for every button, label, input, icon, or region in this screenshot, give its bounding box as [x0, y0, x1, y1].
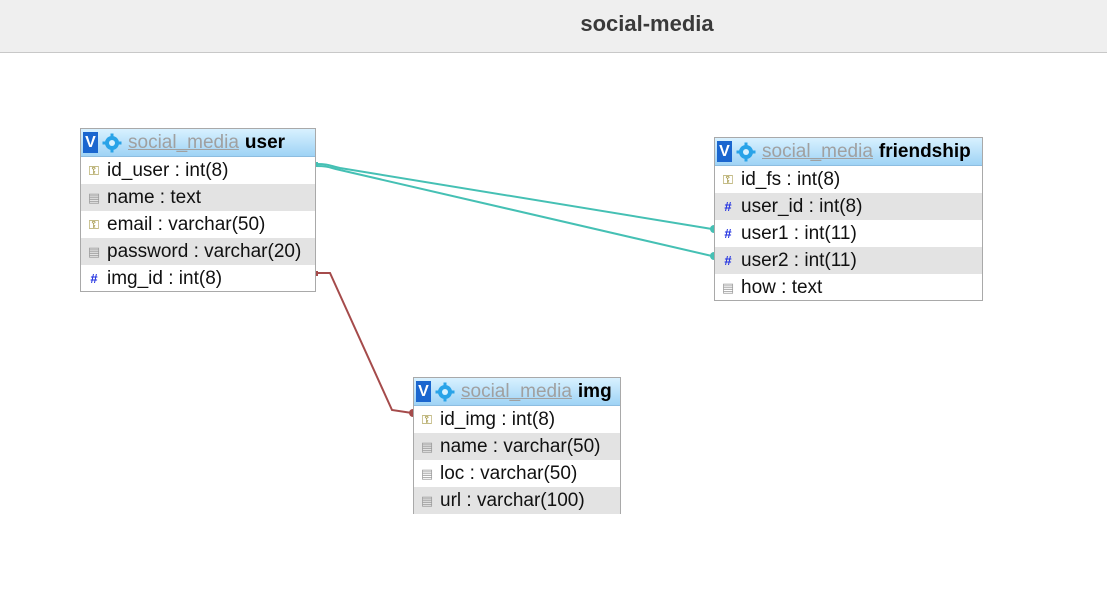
key-icon: ⚿ [89, 216, 99, 232]
column-label: id_fs : int(8) [741, 169, 841, 190]
column-row[interactable]: # user_id : int(8) [715, 193, 982, 220]
text-column-icon: ▤ [420, 465, 434, 481]
table-user[interactable]: V social_media user ⚿ id_user : int(8) ▤ n… [80, 128, 316, 292]
gear-icon[interactable] [102, 133, 122, 153]
table-name[interactable]: img [577, 380, 612, 402]
column-row[interactable]: # user2 : int(11) [715, 247, 982, 274]
column-label: user2 : int(11) [741, 250, 857, 271]
text-column-icon: ▤ [420, 492, 434, 508]
column-row[interactable]: ⚿ email : varchar(50) [81, 211, 315, 238]
table-header[interactable]: V social_media user [81, 129, 315, 157]
relation-user-img[interactable] [313, 271, 417, 417]
table-friendship[interactable]: V social_media friendship ⚿ id_fs : int(8… [714, 137, 983, 301]
column-row[interactable]: ⚿ id_user : int(8) [81, 157, 315, 184]
text-column-icon: ▤ [87, 189, 101, 205]
database-name[interactable]: social_media [762, 140, 873, 162]
column-row[interactable]: # user1 : int(11) [715, 220, 982, 247]
table-header[interactable]: V social_media friendship [715, 138, 982, 166]
column-label: loc : varchar(50) [440, 463, 578, 484]
table-img[interactable]: V social_media img ⚿ id_img : int(8) ▤ nam… [413, 377, 621, 514]
column-label: user1 : int(11) [741, 223, 857, 244]
key-icon: ⚿ [723, 171, 733, 187]
relation-user-friendship[interactable] [313, 162, 718, 260]
title-bar: social-media [0, 0, 1107, 53]
column-label: name : varchar(50) [440, 436, 601, 457]
toggle-button[interactable]: V [717, 141, 732, 162]
column-label: name : text [107, 187, 201, 208]
column-row[interactable]: ⚿ id_img : int(8) [414, 406, 620, 433]
text-column-icon: ▤ [721, 279, 735, 295]
column-label: how : text [741, 277, 823, 298]
database-name[interactable]: social_media [128, 131, 239, 153]
column-label: email : varchar(50) [107, 214, 266, 235]
column-row[interactable]: ▤ how : text [715, 274, 982, 301]
column-row[interactable]: ▤ name : varchar(50) [414, 433, 620, 460]
gear-icon[interactable] [736, 142, 756, 162]
column-label: img_id : int(8) [107, 268, 223, 289]
column-label: id_img : int(8) [440, 409, 556, 430]
column-label: password : varchar(20) [107, 241, 302, 262]
toggle-button[interactable]: V [83, 132, 98, 153]
numeric-column-icon: # [90, 270, 98, 286]
column-row[interactable]: ⚿ id_fs : int(8) [715, 166, 982, 193]
database-name[interactable]: social_media [461, 380, 572, 402]
table-name[interactable]: friendship [878, 140, 971, 162]
key-icon: ⚿ [89, 162, 99, 178]
column-label: id_user : int(8) [107, 160, 229, 181]
column-row[interactable]: # img_id : int(8) [81, 265, 315, 292]
column-row[interactable]: ▤ password : varchar(20) [81, 238, 315, 265]
table-name[interactable]: user [244, 131, 286, 153]
page-title: social-media [580, 11, 714, 36]
column-row[interactable]: ▤ name : text [81, 184, 315, 211]
numeric-column-icon: # [724, 198, 732, 214]
numeric-column-icon: # [724, 225, 732, 241]
column-label: url : varchar(100) [440, 490, 585, 511]
gear-icon[interactable] [435, 382, 455, 402]
column-label: user_id : int(8) [741, 196, 863, 217]
numeric-column-icon: # [724, 252, 732, 268]
toggle-button[interactable]: V [416, 381, 431, 402]
column-row[interactable]: ▤ loc : varchar(50) [414, 460, 620, 487]
text-column-icon: ▤ [420, 438, 434, 454]
column-row[interactable]: ▤ url : varchar(100) [414, 487, 620, 514]
key-icon: ⚿ [422, 411, 432, 427]
table-header[interactable]: V social_media img [414, 378, 620, 406]
text-column-icon: ▤ [87, 243, 101, 259]
